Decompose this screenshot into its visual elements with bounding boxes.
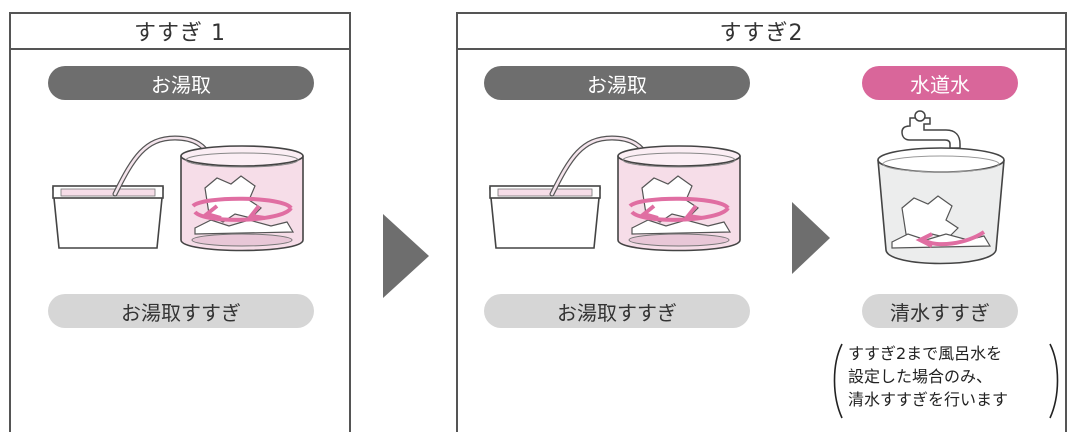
note-line: 清水すすぎを行います [848,390,1009,409]
faucet-icon [901,110,961,149]
rinse1-method-badge: お湯取すすぎ [48,294,314,328]
rinse2-title: すすぎ2 [458,14,1065,50]
bathtub-icon [489,185,601,249]
next-step-arrow-icon [383,214,429,298]
note-line: 設定した場合のみ、 [848,367,993,386]
rinse1-illustration [52,135,304,252]
washing-tub-icon [617,145,741,252]
washing-tub-icon [877,147,1005,265]
next-step-arrow-icon [792,202,830,274]
note-line: すすぎ2まで風呂水を [848,344,1003,363]
bathtub-icon [52,185,164,249]
note-text: すすぎ2まで風呂水を 設定した場合のみ、 清水すすぎを行います [848,342,1008,411]
clean-rinse-illustration [877,110,1005,265]
rinse2-source-badge: お湯取 [484,66,750,100]
rinse1-title: すすぎ 1 [11,14,349,50]
washing-tub-icon [180,145,304,252]
rinse2-illustration [489,135,741,252]
note-brackets [833,343,1059,419]
rinse2-method-badge: お湯取すすぎ [484,294,750,328]
clean-rinse-badge: 清水すすぎ [862,294,1018,328]
rinse1-source-badge: お湯取 [48,66,314,100]
tap-water-badge: 水道水 [862,66,1018,100]
